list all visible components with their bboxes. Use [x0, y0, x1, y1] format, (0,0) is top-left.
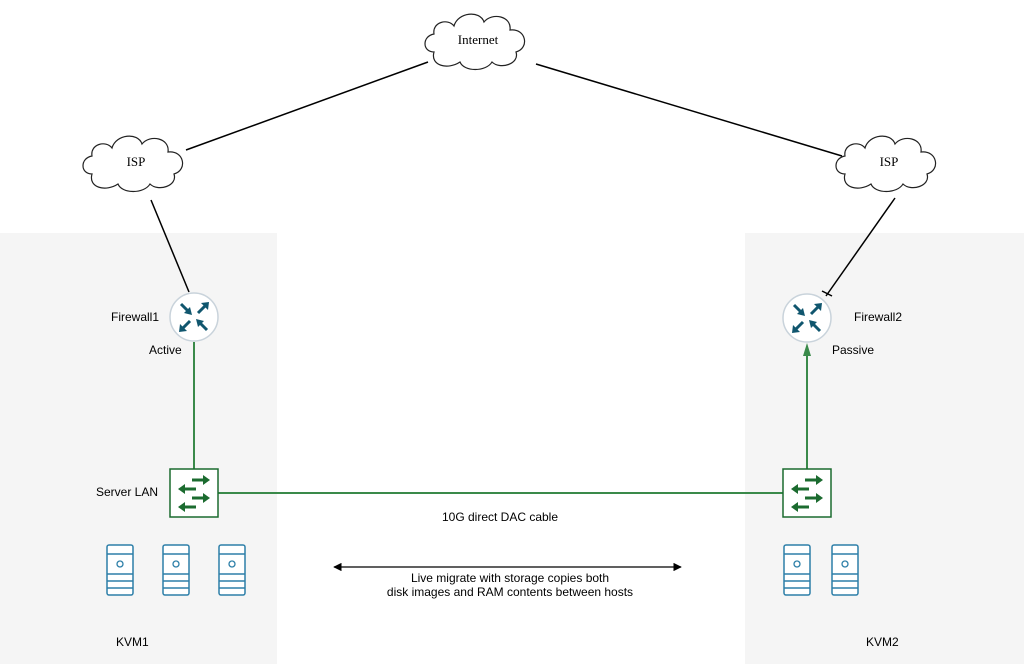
- firewall1-state: Active: [149, 343, 182, 357]
- host-group-label-kvm1: KVM1: [116, 635, 149, 649]
- switch-icon-left: [169, 468, 219, 518]
- firewall2-label: Firewall2: [854, 310, 903, 324]
- router-icon-firewall1: [169, 292, 219, 342]
- firewall1-label: Firewall1: [111, 310, 160, 324]
- cloud-label-isp-left: ISP: [126, 154, 146, 169]
- cloud-isp-right: [835, 135, 937, 193]
- server-icon: [162, 544, 190, 596]
- migration-note-line2: disk images and RAM contents between hos…: [386, 585, 634, 599]
- switch-label-server-lan: Server LAN: [96, 485, 159, 499]
- migration-note-line1: Live migrate with storage copies both: [410, 571, 610, 585]
- link-isp-right-firewall2: [825, 197, 896, 297]
- host-group-label-kvm2: KVM2: [866, 635, 899, 649]
- firewall2-state: Passive: [832, 343, 875, 357]
- server-icon: [106, 544, 134, 596]
- router-icon-firewall2: [782, 293, 832, 343]
- dac-link-label: 10G direct DAC cable: [441, 510, 559, 524]
- link-internet-isp-right: [535, 63, 843, 157]
- switch-icon-right: [782, 468, 832, 518]
- link-tick-mark: [821, 290, 833, 297]
- link-arrowhead: [803, 343, 811, 356]
- link-isp-left-firewall1: [150, 199, 190, 293]
- cloud-label-isp-right: ISP: [879, 154, 899, 169]
- server-icon: [218, 544, 246, 596]
- link-internet-isp-left: [185, 61, 429, 151]
- cloud-internet: [424, 13, 526, 71]
- server-icon: [783, 544, 811, 596]
- cloud-isp-left: [82, 135, 184, 193]
- cloud-label-internet: Internet: [457, 32, 499, 47]
- server-icon: [831, 544, 859, 596]
